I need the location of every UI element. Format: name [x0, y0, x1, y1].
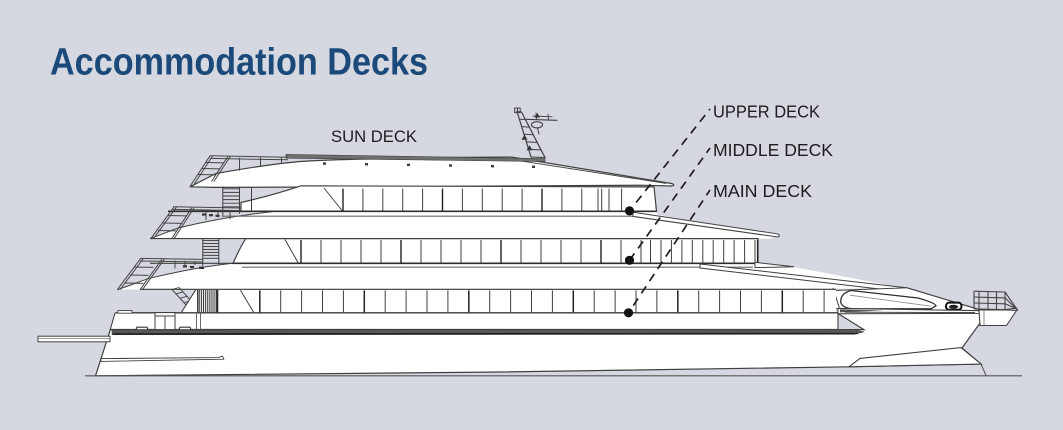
- svg-text:UPPER DECK: UPPER DECK: [713, 102, 820, 122]
- svg-text:MAIN DECK: MAIN DECK: [713, 181, 812, 201]
- svg-text:Accommodation Decks: Accommodation Decks: [50, 42, 428, 84]
- svg-text:SUN DECK: SUN DECK: [331, 127, 418, 146]
- svg-text:MIDDLE DECK: MIDDLE DECK: [713, 140, 833, 160]
